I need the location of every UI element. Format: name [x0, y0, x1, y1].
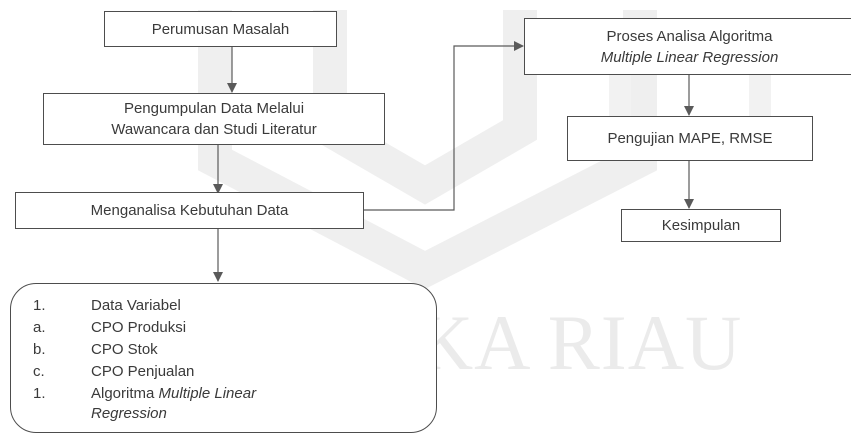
- box-pengumpulan-data: Pengumpulan Data Melalui Wawancara dan S…: [43, 93, 385, 145]
- box-menganalisa-kebutuhan: Menganalisa Kebutuhan Data: [15, 192, 364, 229]
- box-pengumpulan-line1: Pengumpulan Data Melalui: [123, 100, 305, 117]
- box-perumusan-masalah-label: Perumusan Masalah: [151, 20, 290, 38]
- box-proses-analisa: Proses Analisa Algoritma Multiple Linear…: [524, 18, 851, 75]
- box-menganalisa-label: Menganalisa Kebutuhan Data: [90, 202, 289, 219]
- box-proses-line1: Proses Analisa Algoritma: [606, 27, 773, 45]
- box-perumusan-masalah: Perumusan Masalah: [104, 11, 337, 47]
- data-requirements-box: 1. Data Variabel a. CPO Produksi b. CPO …: [10, 283, 437, 433]
- box-pengujian: Pengujian MAPE, RMSE: [567, 116, 813, 161]
- arrow-menganalisa-to-proses: [364, 41, 524, 211]
- list-item-text: CPO Stok: [91, 341, 158, 358]
- list-item-number: b.: [33, 341, 46, 358]
- list-item-number: c.: [33, 363, 45, 380]
- box-pengujian-label: Pengujian MAPE, RMSE: [607, 130, 773, 147]
- list-item-number: a.: [33, 319, 46, 336]
- list-item-number: 1.: [33, 297, 46, 314]
- list-item-number: 1.: [33, 385, 46, 402]
- box-kesimpulan-label: Kesimpulan: [661, 217, 741, 234]
- list-item-text: CPO Produksi: [91, 319, 187, 336]
- list-item-text-italic-continued: Regression: [91, 405, 167, 422]
- list-item-text: Algoritma Multiple Linear: [91, 384, 256, 404]
- box-pengumpulan-line2: Wawancara dan Studi Literatur: [111, 121, 317, 138]
- box-proses-line2: Multiple Linear Regression: [600, 48, 779, 66]
- list-item-text-italic: Multiple Linear: [158, 385, 257, 402]
- box-kesimpulan: Kesimpulan: [621, 209, 781, 242]
- list-item-text-plain: Algoritma: [91, 385, 159, 402]
- list-item-text: Data Variabel: [91, 297, 181, 314]
- list-item-text: CPO Penjualan: [91, 363, 195, 380]
